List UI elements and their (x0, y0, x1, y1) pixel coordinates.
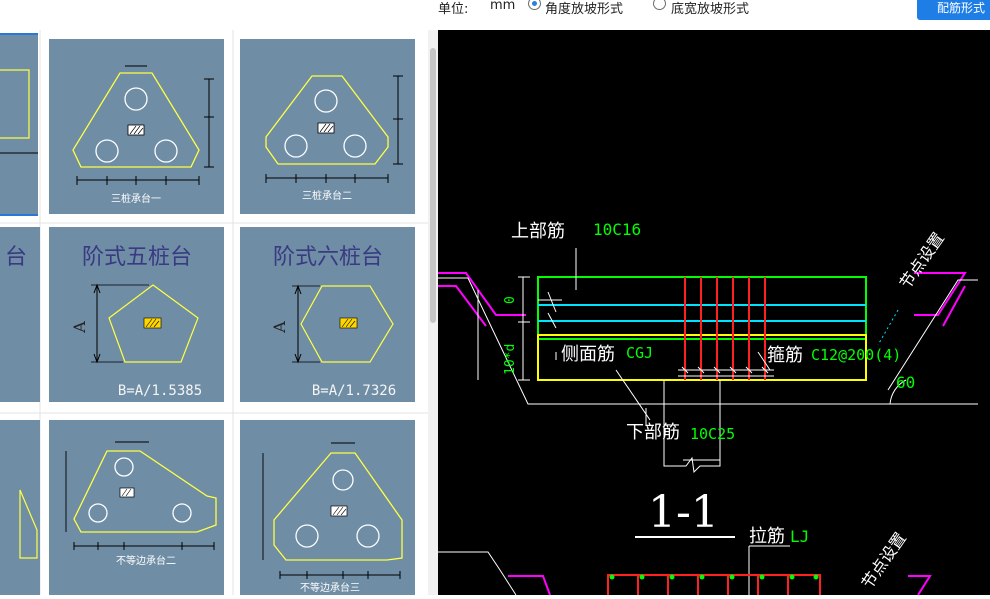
pile-cap-card-step-six[interactable]: 阶式六桩台 A B=A/1.7326 (240, 227, 415, 402)
pile-cap-card-three-pile-1[interactable]: 三桩承台一 (49, 39, 224, 214)
side-rebar-value[interactable]: CGJ (626, 344, 653, 362)
rebar-form-button-label: 配筋形式 (937, 1, 986, 15)
node-setting-label-1[interactable]: 节点设置 (896, 229, 948, 292)
card-title-unequal-3: 不等边承台三 (300, 581, 360, 594)
stirrup-value[interactable]: C12@200(4) (811, 346, 901, 364)
tie-rebar-label: 拉筋 (749, 526, 785, 547)
card-title-unequal-2: 不等边承台二 (116, 554, 176, 567)
section-mark: 1-1 (648, 487, 719, 538)
bottom-rebar-label: 下部筋 (626, 422, 680, 443)
radio-width-slope-label[interactable]: 底宽放坡形式 (671, 2, 750, 17)
card-title-three-pile-2: 三桩承台二 (302, 189, 352, 202)
gallery-scrollbar-thumb[interactable] (430, 48, 436, 323)
unit-value: mm (490, 0, 516, 13)
bottom-rebar-value[interactable]: 10C25 (690, 425, 735, 443)
top-rebar-label: 上部筋 (511, 221, 565, 242)
partial-card-title: 台 (5, 245, 27, 270)
pile-cap-card-partial-3[interactable] (0, 420, 40, 595)
toolbar: 单位: mm 角度放坡形式 底宽放坡形式 配筋形式 (0, 0, 990, 30)
card-title-three-pile-1: 三桩承台一 (111, 192, 161, 205)
cad-drawing: 0 10*d 上部筋 10C16 侧面筋 CGJ 箍筋 C12@200(4) 下… (438, 220, 978, 599)
pile-cap-card-unequal-2[interactable]: 不等边承台二 (49, 420, 224, 595)
card-formula-step-five: B=A/1.5385 (118, 383, 202, 399)
pile-cap-gallery: 台 三桩承台一 (0, 30, 428, 595)
pile-cap-card-three-pile-2[interactable]: 三桩承台二 (240, 39, 415, 214)
card-dim-step-six: A (270, 321, 289, 334)
side-rebar-label: 侧面筋 (561, 344, 615, 365)
pile-cap-card-partial-1[interactable] (0, 33, 38, 216)
node-setting-label-2[interactable]: 节点设置 (858, 529, 910, 592)
pile-cap-card-unequal-3[interactable]: 不等边承台三 (240, 420, 415, 595)
dim-zero-label: 0 (503, 296, 518, 304)
radio-angle-slope-label[interactable]: 角度放坡形式 (545, 2, 624, 17)
card-formula-step-six: B=A/1.7326 (312, 383, 396, 399)
rebar-form-button[interactable]: 配筋形式 (917, 0, 990, 20)
top-rebar-value[interactable]: 10C16 (593, 220, 641, 239)
gallery-grid-lines (0, 30, 428, 595)
card-title-step-five: 阶式五桩台 (82, 245, 192, 270)
radio-angle-slope[interactable] (528, 0, 541, 10)
dim-10d-label: 10*d (503, 344, 518, 375)
radio-width-slope[interactable] (653, 0, 666, 10)
pile-cap-card-partial-2[interactable]: 台 (0, 227, 40, 402)
pile-cap-card-step-five[interactable]: 阶式五桩台 A B=A/1.5385 (49, 227, 224, 402)
stirrup-label: 箍筋 (767, 345, 803, 366)
tie-rebar-value[interactable]: LJ (790, 527, 809, 546)
cad-section-view[interactable]: 0 10*d 上部筋 10C16 侧面筋 CGJ 箍筋 C12@200(4) 下… (438, 30, 990, 599)
card-dim-step-five: A (70, 321, 89, 334)
slope-angle-value[interactable]: 60 (896, 373, 915, 392)
unit-label: 单位: (438, 2, 469, 17)
card-title-step-six: 阶式六桩台 (273, 245, 383, 270)
